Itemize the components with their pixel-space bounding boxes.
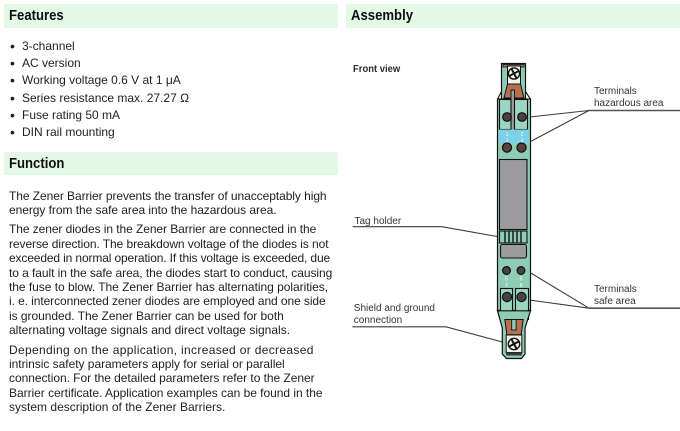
svg-text:7: 7 — [505, 283, 508, 289]
svg-text:5: 5 — [505, 277, 508, 283]
svg-text:3: 3 — [506, 138, 509, 144]
svg-text:8: 8 — [520, 283, 523, 289]
svg-text:4: 4 — [521, 138, 524, 144]
svg-text:1: 1 — [506, 132, 509, 138]
svg-text:2: 2 — [521, 132, 524, 138]
svg-text:6: 6 — [520, 277, 523, 283]
